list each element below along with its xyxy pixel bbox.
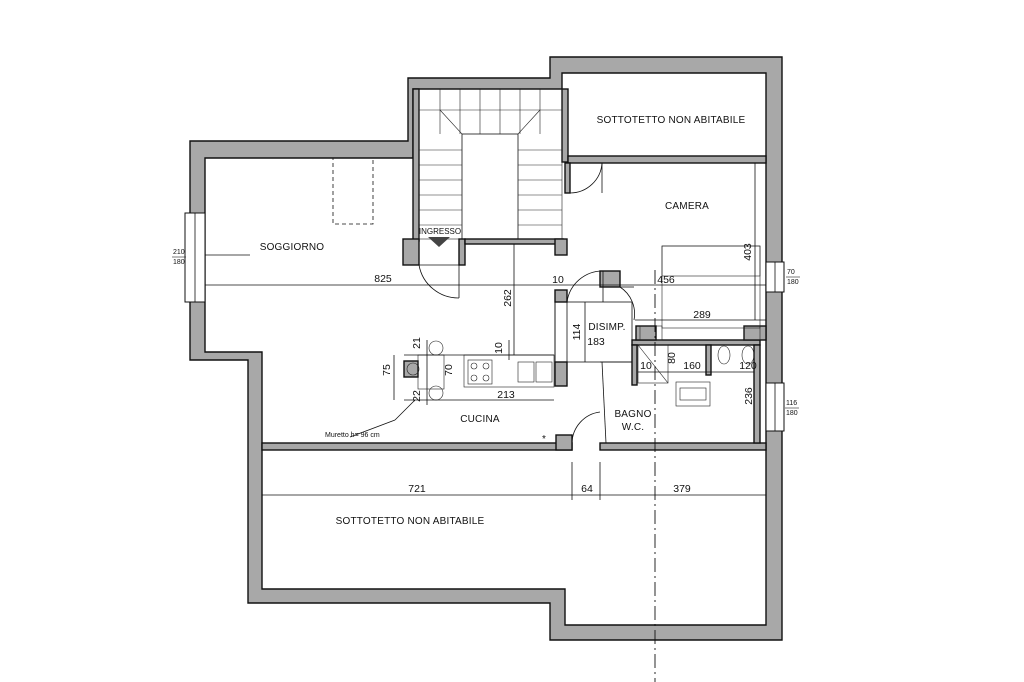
window-right1-height: 70 xyxy=(787,269,795,276)
dim-10-a: 10 xyxy=(552,274,564,286)
doors xyxy=(418,162,635,444)
room-label-disimpegno: DISIMP. xyxy=(588,322,625,333)
dim-114: 114 xyxy=(571,323,583,340)
room-label-sottotetto-top: SOTTOTETTO NON ABITABILE xyxy=(597,115,746,126)
dim-64: 64 xyxy=(581,483,593,495)
room-label-sottotetto-bottom: SOTTOTETTO NON ABITABILE xyxy=(336,516,485,527)
staircase xyxy=(418,88,563,247)
window-left-sill: 180 xyxy=(173,259,185,266)
window-left-height: 210 xyxy=(173,249,185,256)
dim-456: 456 xyxy=(657,274,675,286)
room-label-soggiorno: SOGGIORNO xyxy=(260,242,325,253)
room-label-cucina: CUCINA xyxy=(460,414,500,425)
window-right2-height: 116 xyxy=(786,400,797,407)
dim-262: 262 xyxy=(502,289,514,307)
windows xyxy=(184,212,785,432)
dim-825: 825 xyxy=(374,273,392,285)
window-right1-sill: 180 xyxy=(787,279,799,286)
dim-22: 22 xyxy=(411,390,423,402)
dim-10-b: 10 xyxy=(640,360,652,372)
outer-walls xyxy=(189,56,783,641)
dim-160: 160 xyxy=(683,360,701,372)
dim-10-c: 10 xyxy=(493,342,505,354)
skylight xyxy=(332,157,374,225)
dim-70: 70 xyxy=(443,364,455,376)
dim-403: 403 xyxy=(742,243,754,261)
dim-236: 236 xyxy=(743,387,755,405)
room-label-camera: CAMERA xyxy=(665,201,709,212)
dim-21: 21 xyxy=(411,337,423,349)
kitchen-fixtures xyxy=(406,340,555,401)
partition-walls xyxy=(261,88,767,451)
room-label-ingresso: INGRESSO xyxy=(419,227,461,236)
room-label-wc: W.C. xyxy=(622,422,644,433)
dim-80: 80 xyxy=(666,352,678,364)
note-muretto: Muretto h= 96 cm xyxy=(325,432,380,439)
dim-213: 213 xyxy=(497,389,515,401)
room-label-bagno: BAGNO xyxy=(614,409,651,420)
dim-379: 379 xyxy=(673,483,691,495)
dim-183: 183 xyxy=(587,336,605,348)
dimension-lines xyxy=(205,163,766,500)
window-right2-sill: 180 xyxy=(786,410,798,417)
dim-120: 120 xyxy=(739,360,757,372)
dim-289: 289 xyxy=(693,309,711,321)
bathroom-fixtures xyxy=(637,344,755,407)
note-asterisk: * xyxy=(542,434,546,445)
dim-75: 75 xyxy=(381,364,393,376)
bed xyxy=(639,245,761,341)
dim-721: 721 xyxy=(408,483,426,495)
